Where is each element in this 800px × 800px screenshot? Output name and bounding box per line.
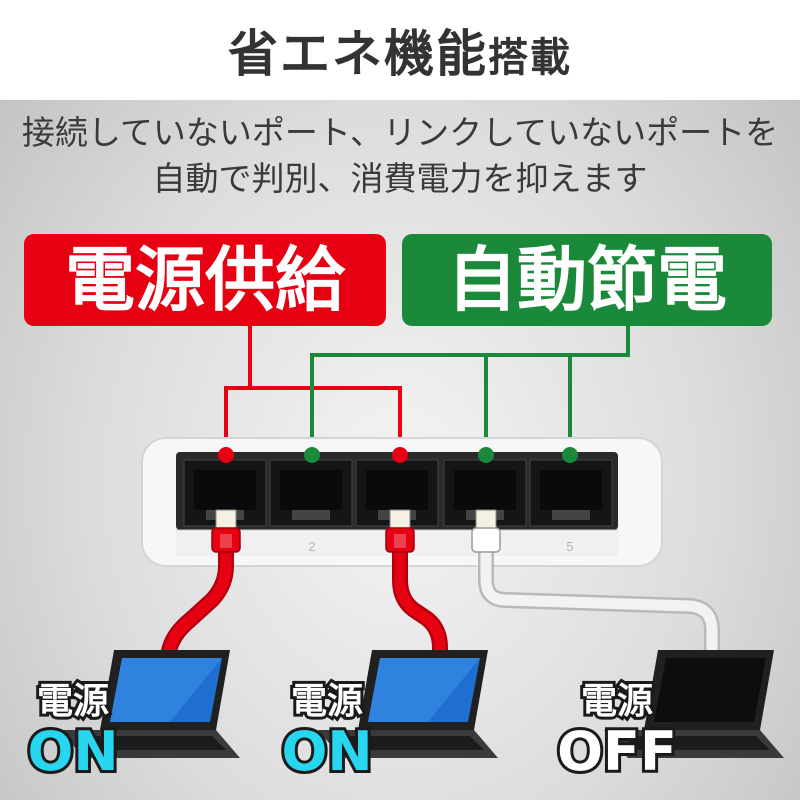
auto-power-save-label: 自動節電 bbox=[402, 234, 772, 326]
red-cable-2 bbox=[392, 540, 448, 698]
pc-3-power-label: 電源 bbox=[578, 678, 656, 725]
pc-2-power-label: 電源 bbox=[288, 678, 366, 725]
pc-3-status: 電源 OFF bbox=[552, 672, 682, 783]
red-leader-lines bbox=[224, 326, 402, 455]
port-5 bbox=[529, 459, 613, 527]
port-1 bbox=[183, 459, 267, 527]
white-plug bbox=[471, 509, 501, 553]
header-band bbox=[0, 0, 800, 100]
title-main: 省エネ機能 bbox=[228, 25, 488, 83]
page-title: 省エネ機能搭載 bbox=[0, 14, 800, 86]
pc-1-state: ON bbox=[24, 720, 121, 783]
title-small: 搭載 bbox=[488, 35, 572, 81]
subtitle-line-2: 自動で判別、消費電力を抑えます bbox=[152, 159, 648, 198]
power-supply-label: 電源供給 bbox=[24, 234, 386, 326]
port-number-2: 2 bbox=[308, 539, 315, 554]
pc-1-power-label: 電源 bbox=[34, 678, 112, 725]
pc-1-status: 電源 ON bbox=[18, 672, 128, 783]
port-2 bbox=[269, 459, 353, 527]
laptop-1 bbox=[60, 650, 240, 758]
laptop-2 bbox=[318, 650, 498, 758]
port-number-5: 5 bbox=[566, 539, 573, 554]
pc-2-status: 電源 ON bbox=[272, 672, 382, 783]
red-plug-1 bbox=[211, 509, 241, 553]
laptop-3 bbox=[604, 650, 784, 758]
red-dots bbox=[218, 447, 408, 463]
green-leader-lines bbox=[310, 326, 630, 455]
green-dots bbox=[304, 447, 578, 463]
subtitle-line-1: 接続していないポート、リンクしていないポートを bbox=[21, 113, 779, 152]
pc-2-state: ON bbox=[278, 720, 375, 783]
white-cable bbox=[478, 540, 720, 698]
pc-3-state: OFF bbox=[554, 720, 680, 783]
red-plug-2 bbox=[385, 509, 415, 553]
